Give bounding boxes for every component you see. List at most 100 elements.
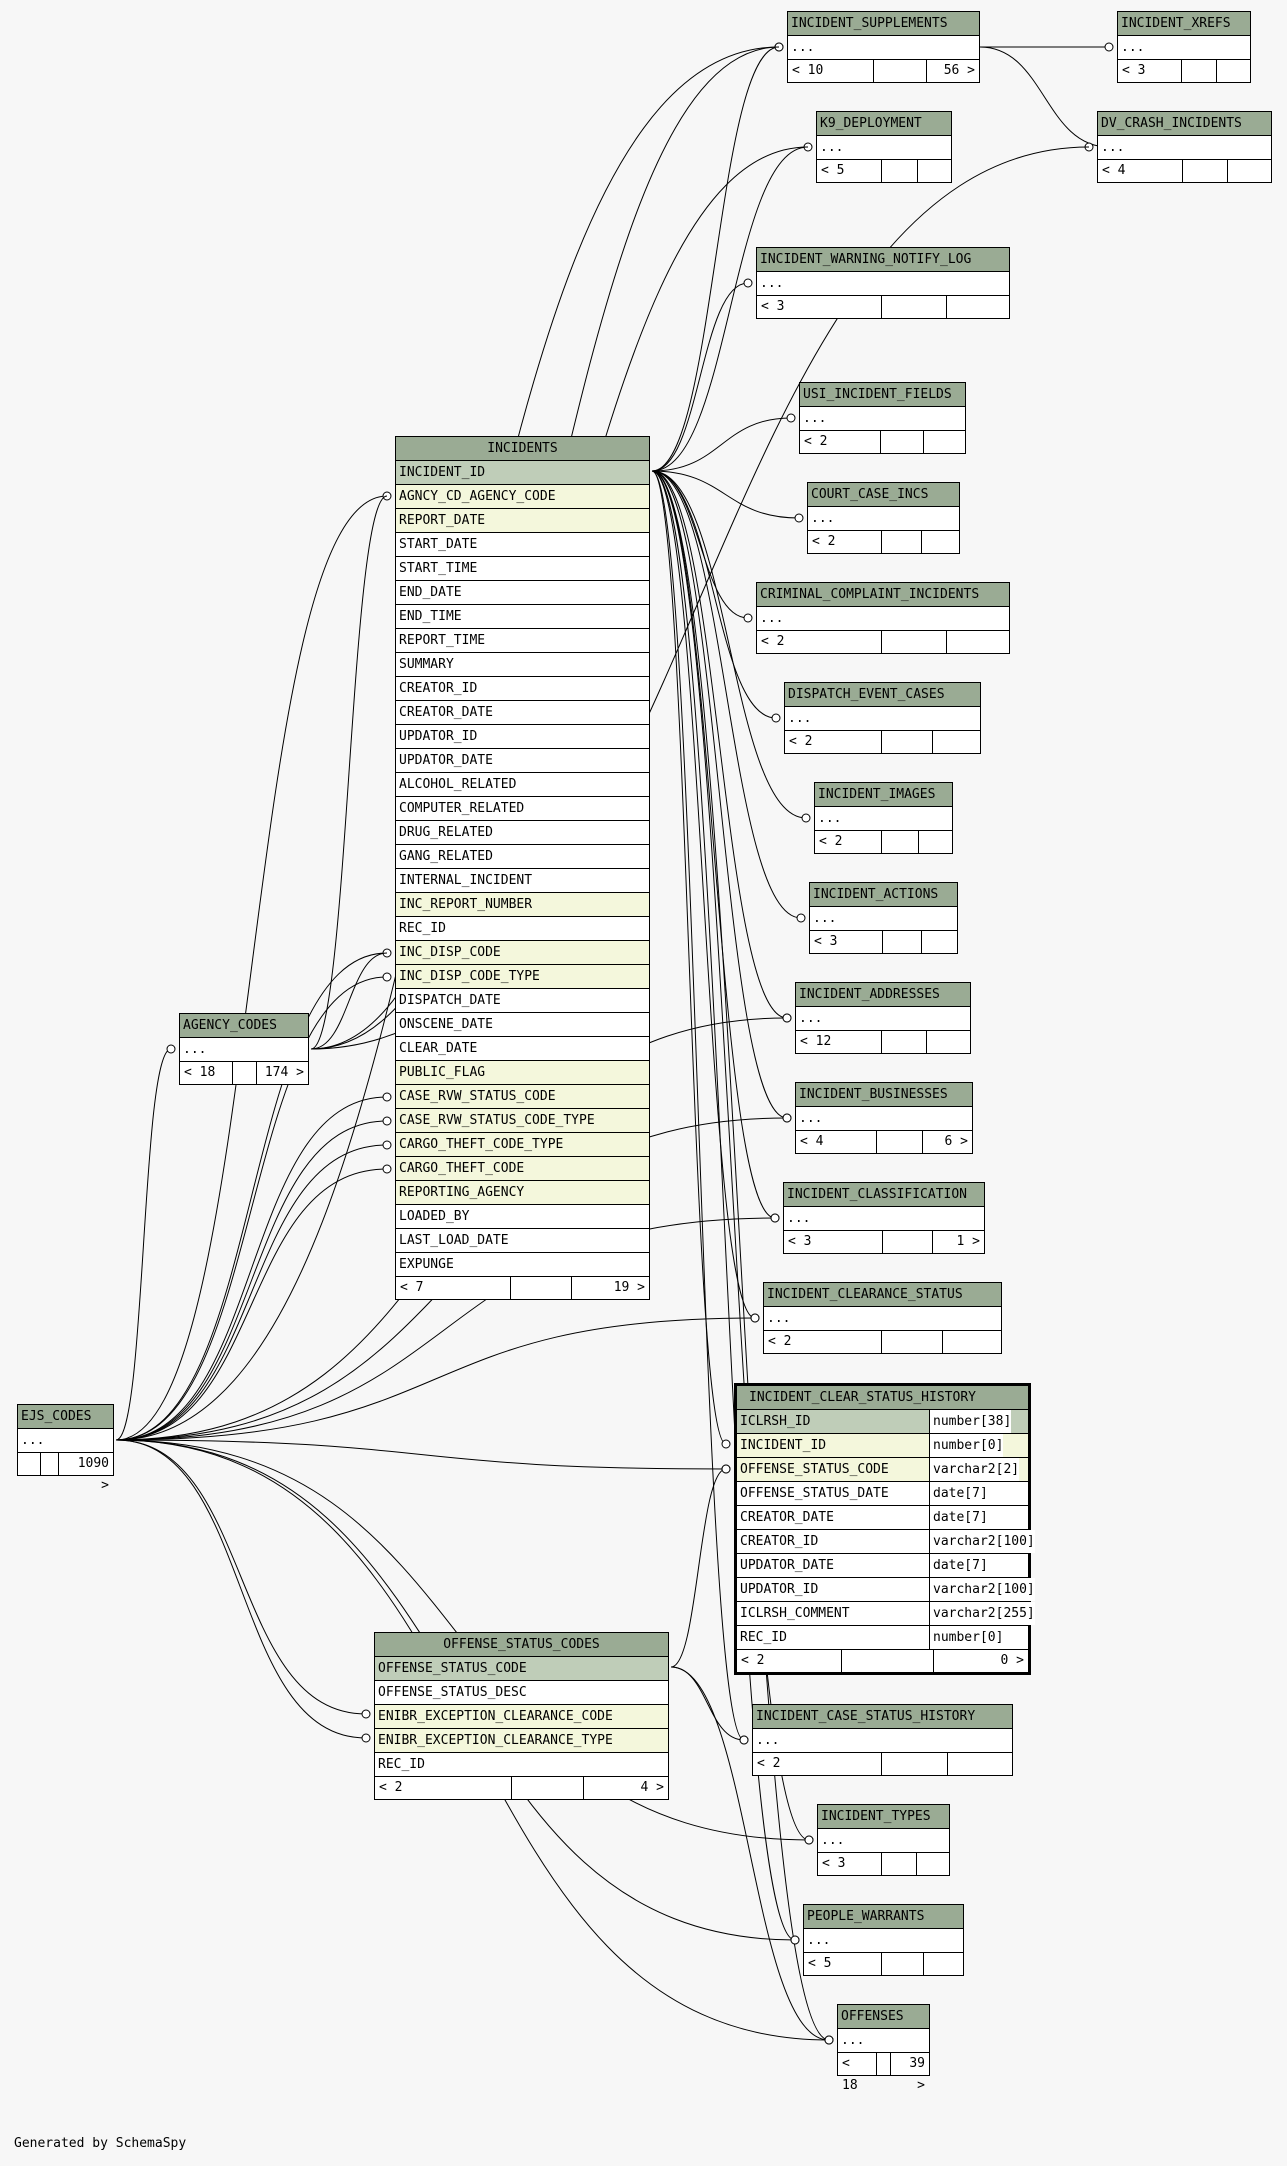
table-dv-crash-incidents[interactable]: DV_CRASH_INCIDENTS ... < 4 <box>1097 111 1272 183</box>
table-k9-deployment[interactable]: K9_DEPLOYMENT ... < 5 <box>816 111 952 183</box>
relationship-end-marker <box>743 613 753 623</box>
table-incident-classification[interactable]: INCIDENT_CLASSIFICATION ... < 3 1 > <box>783 1182 985 1254</box>
relationship-line <box>115 1096 388 1441</box>
table-court-case-incs[interactable]: COURT_CASE_INCS ... < 2 <box>807 482 960 554</box>
table-footer: < 12 <box>796 1031 970 1053</box>
table-incident-addresses[interactable]: INCIDENT_ADDRESSES ... < 12 <box>795 982 971 1054</box>
column-row: REC_ID <box>396 917 649 941</box>
column-name: GANG_RELATED <box>399 849 493 864</box>
relationship-end-marker <box>824 2035 834 2045</box>
column-count <box>881 731 932 753</box>
relationship-line <box>651 470 777 719</box>
column-name: OFFENSE_STATUS_DATE <box>740 1486 889 1501</box>
relationship-line <box>651 470 788 1119</box>
child-count <box>923 431 965 453</box>
column-row: START_DATE <box>396 533 649 557</box>
column-name: INTERNAL_INCIDENT <box>399 873 533 888</box>
column-count <box>882 931 921 953</box>
parent-count: < 2 <box>379 1780 403 1795</box>
child-count: 56 > <box>926 60 979 82</box>
relationship-end-marker <box>782 1113 792 1123</box>
relationship-line <box>651 470 727 1445</box>
table-criminal-complaint-incidents[interactable]: CRIMINAL_COMPLAINT_INCIDENTS ... < 2 <box>756 582 1010 654</box>
child-count: 4 > <box>583 1777 668 1799</box>
column-name: EXPUNGE <box>399 1257 454 1272</box>
table-title: EJS_CODES <box>18 1405 113 1429</box>
column-name: INCIDENT_ID <box>740 1438 827 1453</box>
column-name: REPORTING_AGENCY <box>399 1185 525 1200</box>
child-count <box>947 1753 1012 1775</box>
parent-count: < 2 <box>819 834 843 849</box>
column-count <box>881 160 917 182</box>
table-incident-xrefs[interactable]: INCIDENT_XREFS ... < 3 <box>1117 11 1251 83</box>
relationship-end-marker <box>796 913 806 923</box>
column-row: ... <box>838 2029 929 2053</box>
column-row: ENIBR_EXCEPTION_CLEARANCE_CODE <box>375 1705 668 1729</box>
relationship-line <box>115 1168 388 1441</box>
column-count <box>876 2053 890 2075</box>
column-row: LOADED_BY <box>396 1205 649 1229</box>
column-name: COMPUTER_RELATED <box>399 801 525 816</box>
table-agency-codes[interactable]: AGENCY_CODES ... < 18 174 > <box>179 1013 309 1085</box>
table-footer: < 2 <box>815 831 952 853</box>
column-count <box>881 631 946 653</box>
table-incident-types[interactable]: INCIDENT_TYPES ... < 3 <box>817 1804 950 1876</box>
table-incident-businesses[interactable]: INCIDENT_BUSINESSES ... < 4 6 > <box>795 1082 973 1154</box>
table-footer: < 3 <box>757 296 1009 318</box>
relationship-end-marker <box>750 1313 760 1323</box>
parent-count: < 12 <box>800 1034 832 1049</box>
column-row: ... <box>796 1007 970 1031</box>
relationship-line <box>651 470 756 1319</box>
relationship-line <box>651 46 780 472</box>
parent-count: < 2 <box>789 734 813 749</box>
table-incident-case-status-history[interactable]: INCIDENT_CASE_STATUS_HISTORY ... < 2 <box>752 1704 1013 1776</box>
relationship-end-marker <box>739 1735 749 1745</box>
column-name: OFFENSE_STATUS_DESC <box>378 1685 527 1700</box>
table-usi-incident-fields[interactable]: USI_INCIDENT_FIELDS ... < 2 <box>799 382 966 454</box>
column-type: date[7] <box>929 1506 988 1529</box>
table-incident-warning-notify-log[interactable]: INCIDENT_WARNING_NOTIFY_LOG ... < 3 <box>756 247 1010 319</box>
table-offense-status-codes[interactable]: OFFENSE_STATUS_CODES OFFENSE_STATUS_CODE… <box>374 1632 669 1800</box>
table-incident-clearance-status[interactable]: INCIDENT_CLEARANCE_STATUS ... < 2 <box>763 1282 1002 1354</box>
column-count <box>880 431 923 453</box>
table-incident-actions[interactable]: INCIDENT_ACTIONS ... < 3 <box>809 882 958 954</box>
parent-count: < 3 <box>822 1856 846 1871</box>
column-row: INTERNAL_INCIDENT <box>396 869 649 893</box>
column-name: UPDATOR_DATE <box>399 753 493 768</box>
table-incident-images[interactable]: INCIDENT_IMAGES ... < 2 <box>814 782 953 854</box>
column-row: CARGO_THEFT_CODE_TYPE <box>396 1133 649 1157</box>
column-count <box>881 296 946 318</box>
column-name: LOADED_BY <box>399 1209 470 1224</box>
table-incident-supplements[interactable]: INCIDENT_SUPPLEMENTS ... < 10 56 > <box>787 11 980 83</box>
column-name: DISPATCH_DATE <box>399 993 501 1008</box>
column-row: CARGO_THEFT_CODE <box>396 1157 649 1181</box>
table-footer: 1090 > <box>18 1453 113 1493</box>
relationship-line <box>115 1439 727 1470</box>
column-count <box>510 1277 571 1299</box>
column-name: ALCOHOL_RELATED <box>399 777 517 792</box>
relationship-line <box>651 470 802 919</box>
column-row: AGNCY_CD_AGENCY_CODE <box>396 485 649 509</box>
column-row: ... <box>18 1429 113 1453</box>
relationship-end-marker <box>786 413 796 423</box>
parent-count: < 4 <box>800 1134 824 1149</box>
parent-count: < 5 <box>821 163 845 178</box>
table-footer: < 2 <box>785 731 980 753</box>
parent-count: < 7 <box>400 1280 424 1295</box>
child-count: 39 > <box>890 2053 929 2093</box>
column-name: REC_ID <box>740 1630 787 1645</box>
column-row: ... <box>804 1929 963 1953</box>
table-ejs-codes[interactable]: EJS_CODES ... 1090 > <box>17 1404 114 1493</box>
relationship-end-marker <box>382 1116 392 1126</box>
child-count <box>923 1953 963 1975</box>
table-people-warrants[interactable]: PEOPLE_WARRANTS ... < 5 <box>803 1904 964 1976</box>
column-type: date[7] <box>929 1554 988 1577</box>
table-dispatch-event-cases[interactable]: DISPATCH_EVENT_CASES ... < 2 <box>784 682 981 754</box>
column-name: UPDATOR_ID <box>740 1582 819 1597</box>
table-offenses[interactable]: OFFENSES ... < 18 39 > <box>837 2004 930 2093</box>
table-title: INCIDENTS <box>396 437 649 461</box>
